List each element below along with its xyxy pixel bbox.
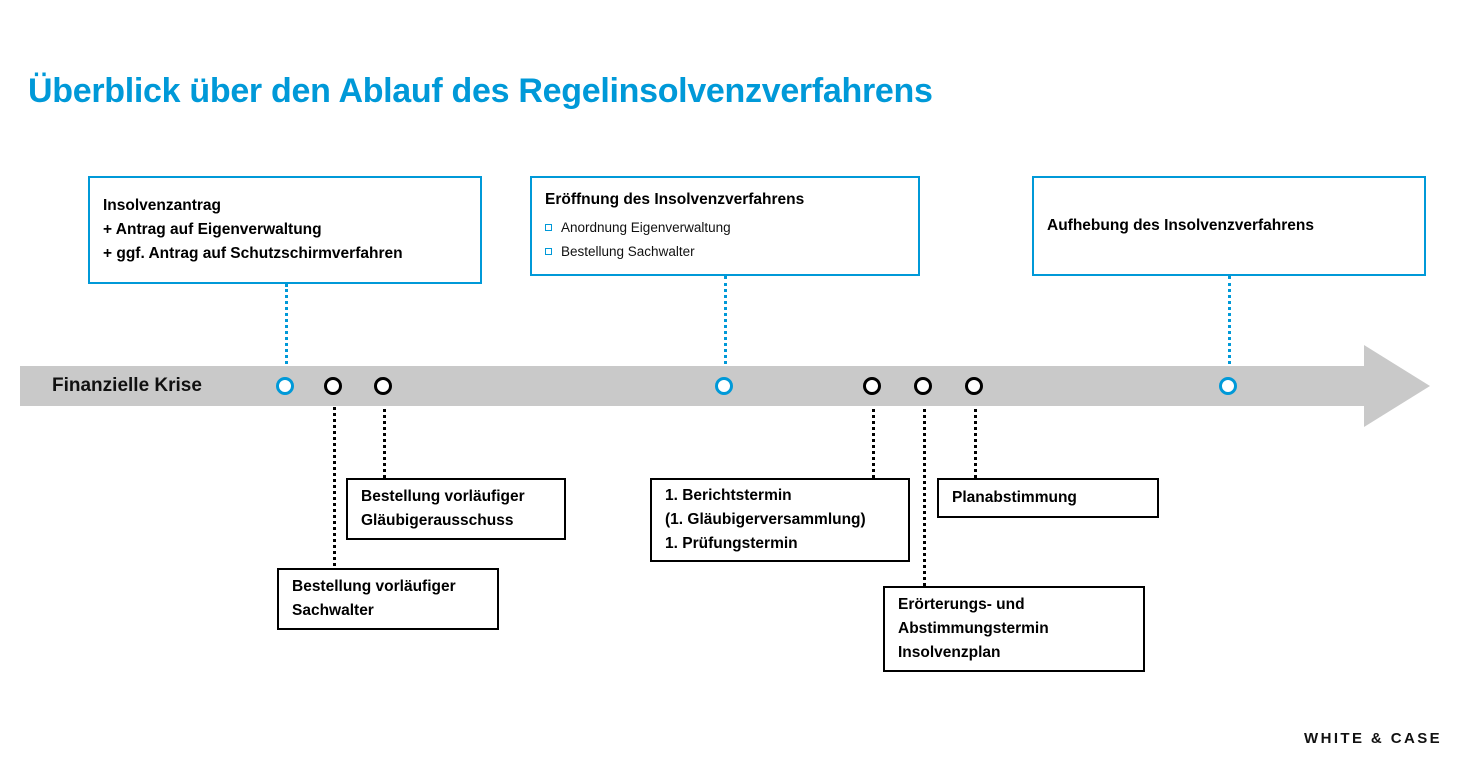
box-title: Aufhebung des Insolvenzverfahrens: [1047, 216, 1314, 234]
box-line: Abstimmungstermin: [898, 619, 1049, 637]
marker-bestellung-sachwalter[interactable]: [324, 377, 342, 395]
box-line: Sachwalter: [292, 602, 374, 619]
box-berichtstermin[interactable]: 1. Berichtstermin (1. Gläubigerversammlu…: [650, 478, 910, 562]
box-line: + Antrag auf Eigenverwaltung: [103, 221, 322, 239]
connector-eroeffnung: [724, 276, 727, 376]
timeline-label: Finanzielle Krise: [52, 375, 202, 396]
marker-eroeffnung[interactable]: [715, 377, 733, 395]
list-item-label: Bestellung Sachwalter: [561, 243, 695, 259]
marker-eroerterungstermin[interactable]: [914, 377, 932, 395]
box-line: Gläubigerausschuss: [361, 512, 514, 529]
list-item-label: Anordnung Eigenverwaltung: [561, 219, 731, 235]
square-bullet-icon: [545, 248, 552, 256]
timeline-arrowhead: [1364, 345, 1430, 427]
box-line: Bestellung vorläufiger: [361, 487, 525, 505]
box-insolvenzantrag[interactable]: Insolvenzantrag + Antrag auf Eigenverwal…: [88, 176, 482, 284]
box-line: 1. Prüfungstermin: [665, 535, 798, 552]
box-line: + ggf. Antrag auf Schutzschirmverfahren: [103, 245, 403, 263]
timeline-band: [20, 366, 1365, 406]
box-line: Erörterungs- und: [898, 595, 1025, 613]
box-glaeubigerausschuss[interactable]: Bestellung vorläufiger Gläubigerausschus…: [346, 478, 566, 540]
box-title: Eröffnung des Insolvenzverfahrens: [545, 191, 805, 209]
box-aufhebung[interactable]: Aufhebung des Insolvenzverfahrens: [1032, 176, 1426, 276]
marker-berichtstermin[interactable]: [863, 377, 881, 395]
box-line: Insolvenzplan: [898, 644, 1001, 661]
whitecase-logo: WHITE & CASE: [1304, 730, 1442, 747]
connector-eroerterungstermin: [923, 396, 926, 586]
marker-glaeubigerausschuss[interactable]: [374, 377, 392, 395]
square-bullet-icon: [545, 224, 552, 232]
connector-glaeubigerausschuss: [383, 396, 386, 478]
connector-sachwalter: [333, 396, 336, 572]
connector-berichtstermin: [872, 396, 875, 478]
connector-insolvenzantrag: [285, 284, 288, 376]
box-sachwalter[interactable]: Bestellung vorläufiger Sachwalter: [277, 568, 499, 630]
box-line: (1. Gläubigerversammlung): [665, 510, 866, 528]
connector-planabstimmung: [974, 396, 977, 478]
marker-insolvenzantrag[interactable]: [276, 377, 294, 395]
box-line: Planabstimmung: [952, 488, 1077, 506]
marker-planabstimmung[interactable]: [965, 377, 983, 395]
box-eroeffnung[interactable]: Eröffnung des Insolvenzverfahrens Anordn…: [530, 176, 920, 276]
box-title: Insolvenzantrag: [103, 196, 221, 214]
list-item: Bestellung Sachwalter: [545, 240, 905, 264]
box-planabstimmung[interactable]: Planabstimmung: [937, 478, 1159, 518]
box-sub-list: Anordnung Eigenverwaltung Bestellung Sac…: [545, 216, 905, 264]
list-item: Anordnung Eigenverwaltung: [545, 216, 905, 240]
page-title: Überblick über den Ablauf des Regelinsol…: [28, 72, 933, 110]
box-eroerterungstermin[interactable]: Erörterungs- und Abstimmungstermin Insol…: [883, 586, 1145, 672]
box-line: Bestellung vorläufiger: [292, 577, 456, 595]
box-line: 1. Berichtstermin: [665, 486, 792, 504]
marker-aufhebung[interactable]: [1219, 377, 1237, 395]
connector-aufhebung: [1228, 276, 1231, 376]
